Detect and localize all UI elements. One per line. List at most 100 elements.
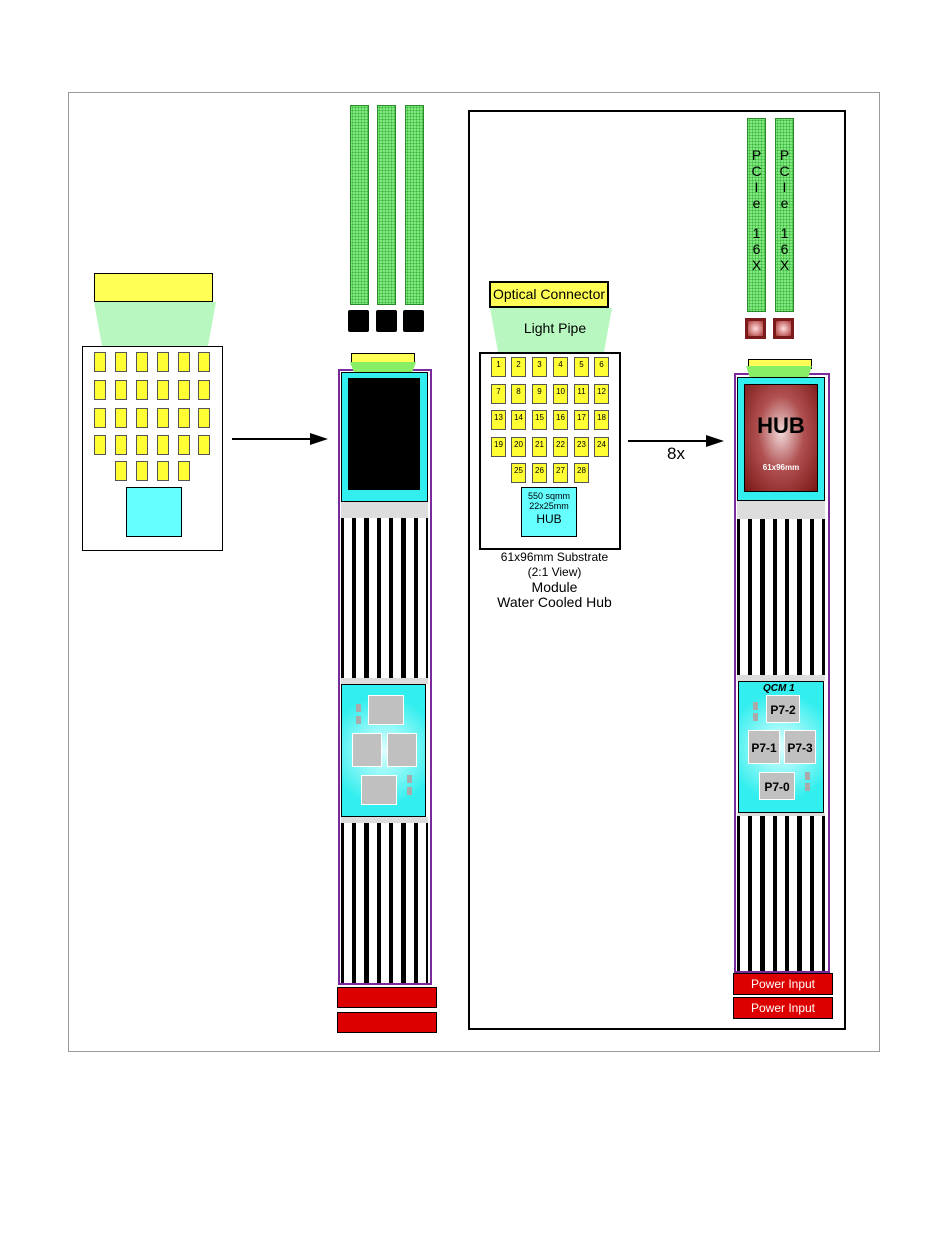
heatsink-fin bbox=[765, 519, 773, 675]
optical-connector-block bbox=[94, 273, 213, 302]
heatsink-fin bbox=[381, 518, 389, 678]
heatsink-fin bbox=[406, 823, 414, 983]
heatsink-fin bbox=[393, 518, 401, 678]
heatsink-fins-upper bbox=[341, 518, 428, 678]
pin-pad: 6 bbox=[594, 357, 609, 377]
pin-pad bbox=[115, 380, 127, 400]
pin-pad: 5 bbox=[574, 357, 589, 377]
pin-pad: 15 bbox=[532, 410, 547, 430]
pin-pad bbox=[115, 435, 127, 455]
pin-pad bbox=[157, 380, 169, 400]
dimm-connector bbox=[376, 310, 397, 332]
module-caption: Module bbox=[472, 580, 637, 595]
heatsink-fin bbox=[418, 823, 426, 983]
pin-pad bbox=[94, 435, 106, 455]
heatsink-fin bbox=[789, 816, 797, 971]
pin-pad bbox=[94, 408, 106, 428]
pin-pad: 11 bbox=[574, 384, 589, 404]
chip-p7-1: P7-1 bbox=[748, 730, 780, 764]
hub-block: HUB 61x96mm bbox=[744, 384, 818, 492]
pcie-letter: C bbox=[748, 163, 765, 179]
capacitor-mark bbox=[407, 787, 412, 795]
hub-label: HUB bbox=[522, 514, 576, 524]
power-bar bbox=[337, 1012, 437, 1033]
heatsink-fin bbox=[777, 519, 785, 675]
heatsink-fin bbox=[356, 518, 364, 678]
pcie-letter: P bbox=[748, 147, 765, 163]
pin-pad bbox=[136, 408, 148, 428]
pcie-letter: X bbox=[748, 257, 765, 273]
pin-pad bbox=[157, 461, 169, 481]
pin-pad bbox=[157, 352, 169, 372]
heatsink-fin bbox=[740, 519, 748, 675]
pin-pad: 18 bbox=[594, 410, 609, 430]
pin-pad: 3 bbox=[532, 357, 547, 377]
pin-pad: 14 bbox=[511, 410, 526, 430]
chip-square bbox=[368, 695, 404, 725]
pin-pad: 1 bbox=[491, 357, 506, 377]
pcie-connector bbox=[773, 318, 794, 339]
hub-big-label: HUB bbox=[745, 413, 817, 439]
pin-pad: 17 bbox=[574, 410, 589, 430]
left-hub-square bbox=[126, 487, 182, 537]
capacitor-mark bbox=[356, 716, 361, 724]
pin-pad bbox=[115, 352, 127, 372]
pcie-letter: e bbox=[776, 195, 793, 211]
pin-pad bbox=[136, 352, 148, 372]
hub-size-text: 22x25mm bbox=[522, 501, 576, 511]
pin-pad: 23 bbox=[574, 437, 589, 457]
heatsink-fin bbox=[406, 518, 414, 678]
pin-pad: 24 bbox=[594, 437, 609, 457]
book-divider bbox=[737, 501, 825, 519]
pin-pad: 8 bbox=[511, 384, 526, 404]
pin-pad: 10 bbox=[553, 384, 568, 404]
caption-block: 61x96mm Substrate (2:1 View) Module Wate… bbox=[472, 550, 637, 610]
pin-pad: 12 bbox=[594, 384, 609, 404]
pcie-letter: I bbox=[776, 179, 793, 195]
power-bar bbox=[337, 987, 437, 1008]
pin-pad: 22 bbox=[553, 437, 568, 457]
right-hub-square: 550 sqmm 22x25mm HUB bbox=[521, 487, 577, 537]
pin-pad bbox=[198, 435, 210, 455]
pin-pad bbox=[136, 435, 148, 455]
heatsink-fins-lower bbox=[341, 823, 428, 983]
qcm-label: QCM 1 bbox=[763, 683, 795, 694]
heatsink-fin bbox=[369, 518, 377, 678]
chip-square bbox=[387, 733, 417, 767]
pin-pad bbox=[178, 461, 190, 481]
capacitor-mark bbox=[753, 702, 758, 710]
pin-pad: 4 bbox=[553, 357, 568, 377]
heatsink-fin bbox=[356, 823, 364, 983]
dimm-card bbox=[377, 105, 396, 305]
hub-black-square bbox=[348, 378, 420, 490]
heatsink-fin bbox=[344, 823, 352, 983]
arrow-right-icon bbox=[230, 430, 330, 448]
pcie-letter: 6 bbox=[748, 241, 765, 257]
hub-big-size: 61x96mm bbox=[745, 463, 817, 472]
view-caption: (2:1 View) bbox=[472, 565, 637, 580]
pcie-letter: 1 bbox=[776, 225, 793, 241]
pin-pad bbox=[198, 352, 210, 372]
pin-pad bbox=[198, 408, 210, 428]
pin-pad bbox=[136, 461, 148, 481]
pcie-connector bbox=[745, 318, 766, 339]
pcie-letter: 1 bbox=[748, 225, 765, 241]
heatsink-fin bbox=[740, 816, 748, 971]
heatsink-fin bbox=[789, 519, 797, 675]
pcie-letter: C bbox=[776, 163, 793, 179]
chip-square bbox=[352, 733, 382, 767]
heatsink-fin bbox=[814, 519, 822, 675]
pin-pad bbox=[115, 408, 127, 428]
hub-area-text: 550 sqmm bbox=[522, 491, 576, 501]
power-input-2: Power Input bbox=[733, 997, 833, 1019]
pin-pad: 9 bbox=[532, 384, 547, 404]
substrate-caption: 61x96mm Substrate bbox=[472, 550, 637, 565]
pcie-letter: e bbox=[748, 195, 765, 211]
pin-pad bbox=[157, 408, 169, 428]
optical-connector-label-box: Optical Connector bbox=[489, 281, 609, 308]
power-input-1: Power Input bbox=[733, 973, 833, 995]
pin-pad: 26 bbox=[532, 463, 547, 483]
